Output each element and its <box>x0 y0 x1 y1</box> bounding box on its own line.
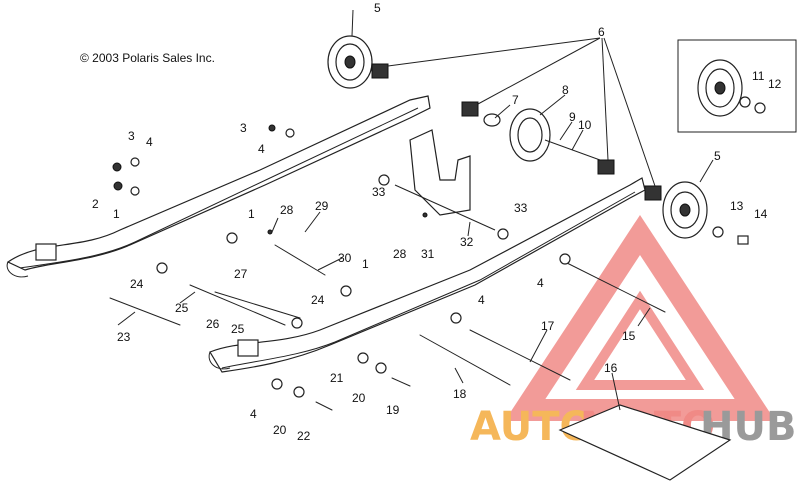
shafts <box>109 244 666 386</box>
callout-4-upper: 4 <box>258 142 265 156</box>
callout-1-right: 1 <box>362 257 369 271</box>
callout-2: 2 <box>92 197 99 211</box>
washers-and-bolts <box>112 124 571 411</box>
idler-wheel-inset <box>697 59 766 117</box>
callout-28-center: 28 <box>393 247 407 261</box>
idler-wheel-top <box>327 35 373 89</box>
watermark-triangle <box>504 214 776 421</box>
idler-wheel-middle <box>483 108 601 162</box>
callout-27: 27 <box>234 267 248 281</box>
callout-31: 31 <box>421 247 435 261</box>
callout-4-right: 4 <box>537 276 544 290</box>
watermark-inner-triangle <box>575 290 705 390</box>
callout-33-left: 33 <box>372 185 386 199</box>
callout-25-left: 25 <box>175 301 189 315</box>
right-slide-rail <box>208 177 646 373</box>
callout-labels: 5 6 11 12 7 8 9 10 3 4 3 4 2 1 5 33 33 1… <box>92 1 782 443</box>
callout-1-center: 1 <box>248 207 255 221</box>
left-slide-rail <box>6 95 431 278</box>
center-bracket <box>394 129 496 231</box>
callout-29: 29 <box>315 199 329 213</box>
wheel-spacers <box>371 63 662 201</box>
callout-5-top: 5 <box>374 1 381 15</box>
callout-4-mid: 4 <box>478 293 485 307</box>
callout-17: 17 <box>541 319 555 333</box>
copyright-text: © 2003 Polaris Sales Inc. <box>80 51 215 65</box>
callout-12: 12 <box>768 77 782 91</box>
callout-1-left: 1 <box>113 207 120 221</box>
callout-15: 15 <box>622 329 636 343</box>
callout-3-left: 3 <box>128 129 135 143</box>
callout-4-left: 4 <box>146 135 153 149</box>
callout-33-right: 33 <box>514 201 528 215</box>
callout-7: 7 <box>512 93 519 107</box>
callout-11: 11 <box>752 69 765 83</box>
callout-8: 8 <box>562 83 569 97</box>
callout-5-right: 5 <box>714 149 721 163</box>
callout-20-right: 20 <box>352 391 366 405</box>
callout-14: 14 <box>754 207 768 221</box>
callout-32: 32 <box>460 235 474 249</box>
callout-28-left: 28 <box>280 203 294 217</box>
callout-24-right: 24 <box>311 293 325 307</box>
callout-6: 6 <box>598 25 605 39</box>
callout-19: 19 <box>386 403 400 417</box>
callout-10: 10 <box>578 118 592 132</box>
callout-9: 9 <box>569 110 576 124</box>
callout-4-bottom: 4 <box>250 407 257 421</box>
callout-22: 22 <box>297 429 311 443</box>
callout-26: 26 <box>206 317 220 331</box>
callout-24-left: 24 <box>130 277 144 291</box>
callout-25-right: 25 <box>231 322 245 336</box>
callout-20-left: 20 <box>273 423 287 437</box>
callout-3-upper: 3 <box>240 121 247 135</box>
inset-box <box>677 39 797 133</box>
callout-21: 21 <box>330 371 344 385</box>
leader-lines <box>117 9 714 411</box>
callout-13: 13 <box>730 199 744 213</box>
callout-16: 16 <box>604 361 618 375</box>
idler-wheel-right <box>662 181 749 245</box>
skid-plate <box>558 404 732 481</box>
callout-18: 18 <box>453 387 467 401</box>
callout-30: 30 <box>338 251 352 265</box>
callout-23: 23 <box>117 330 131 344</box>
